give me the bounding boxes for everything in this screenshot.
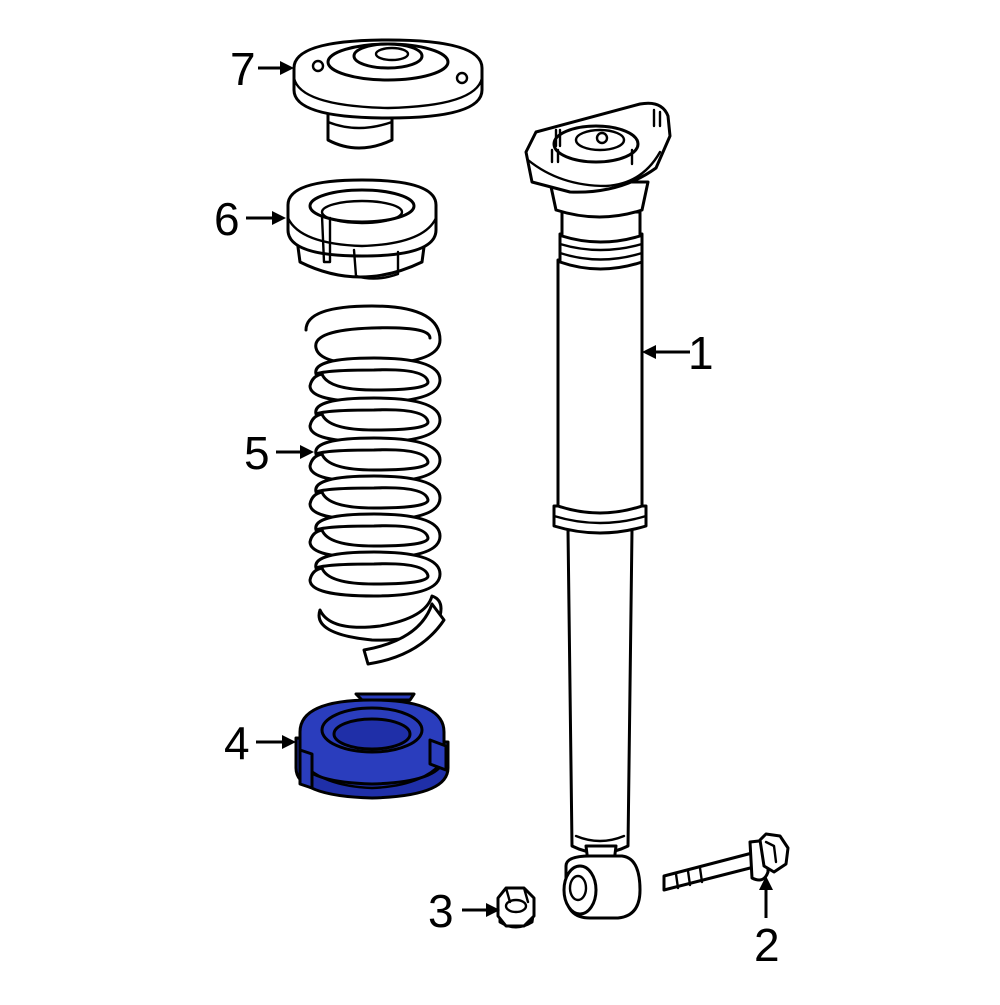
callout-label-6: 6	[214, 193, 240, 245]
callout-label-3: 3	[428, 885, 454, 937]
callout-arrow-4	[256, 735, 296, 749]
spring-coil-turn	[308, 512, 442, 560]
callout-label-5: 5	[244, 427, 270, 479]
part-4-lower-spring-seat[interactable]	[294, 692, 450, 800]
callout-arrow-7	[258, 61, 294, 75]
part-1-shock-absorber[interactable]	[524, 101, 672, 920]
spring-coil-turn	[308, 474, 442, 522]
spring-coil-turn	[308, 356, 442, 404]
callout-label-2: 2	[754, 919, 780, 971]
part-6-upper-spring-seat[interactable]	[286, 178, 438, 280]
spring-coil-turn	[308, 436, 442, 484]
callout-arrow-1	[642, 345, 690, 359]
part-7-upper-mount[interactable]	[292, 38, 484, 150]
part-5-coil-spring[interactable]	[304, 304, 446, 666]
callout-arrow-3	[462, 903, 500, 917]
callout-label-4: 4	[224, 717, 250, 769]
callout-label-1: 1	[688, 327, 714, 379]
spring-coil-turn	[308, 396, 442, 444]
callout-arrow-5	[276, 445, 314, 459]
part-2-bolt[interactable]	[662, 832, 790, 892]
callout-arrow-6	[246, 211, 286, 225]
callout-label-7: 7	[230, 43, 256, 95]
spring-coil-turn	[308, 550, 442, 598]
part-3-nut[interactable]	[496, 886, 536, 929]
callout-arrow-2	[759, 876, 773, 918]
